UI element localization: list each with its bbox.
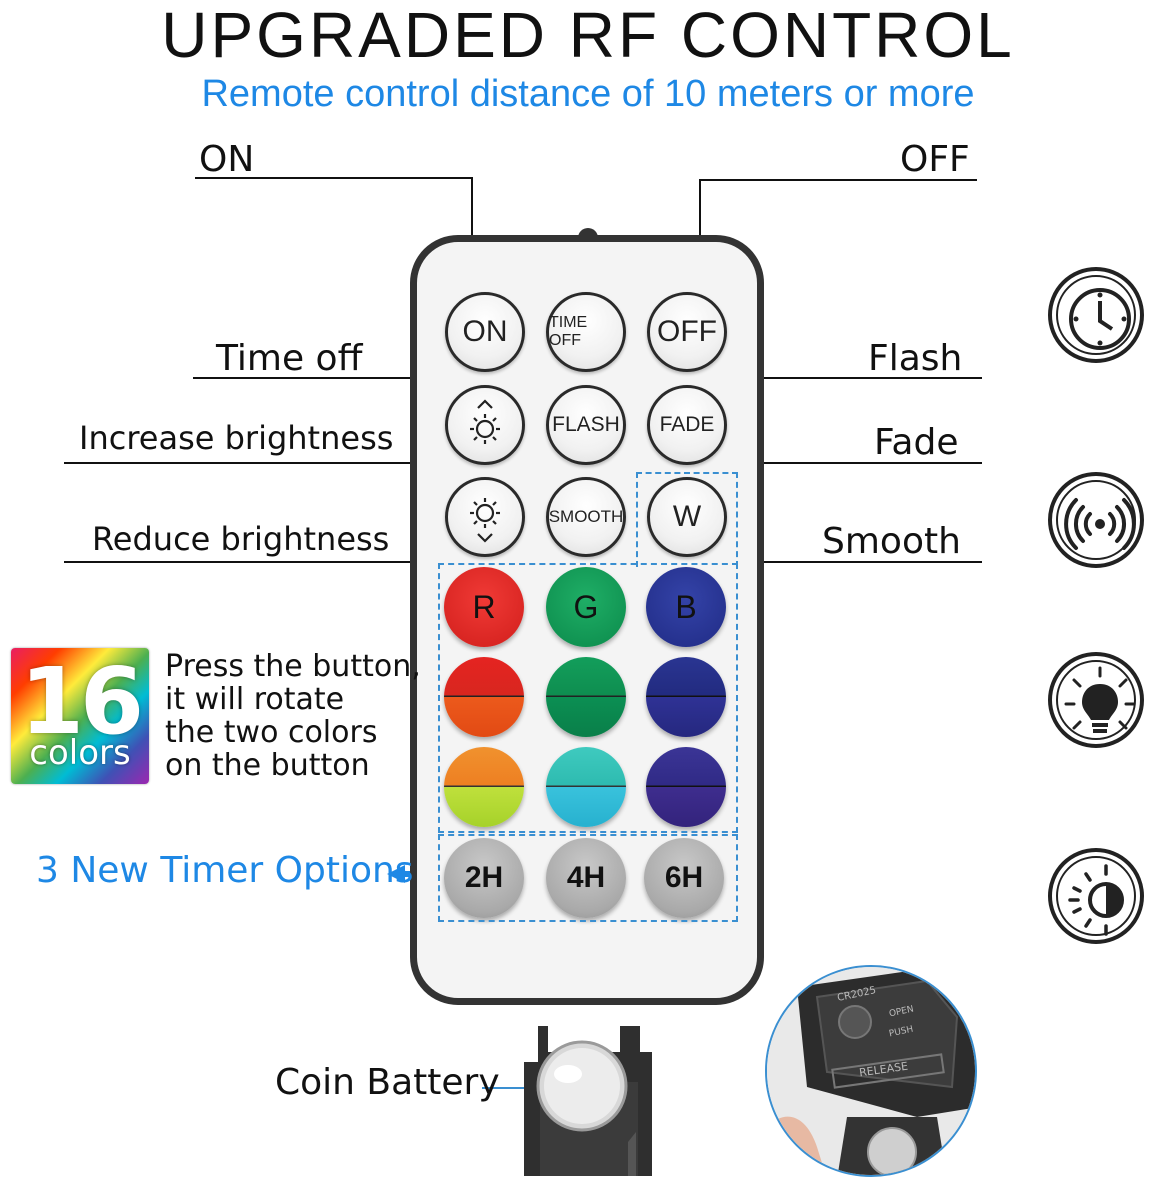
time-off-button[interactable]: TIME OFF [546, 292, 626, 372]
reduce-brightness-button[interactable] [445, 477, 525, 557]
page-title: UPGRADED RF CONTROL [161, 0, 1015, 71]
fade-label: Fade [874, 422, 959, 463]
fade-button[interactable]: FADE [647, 385, 727, 465]
reduce-brightness-label: Reduce brightness [92, 520, 390, 558]
red-button[interactable]: R [444, 567, 524, 647]
green-button[interactable]: G [546, 567, 626, 647]
increase-brightness-label: Increase brightness [79, 419, 394, 457]
smooth-button[interactable]: SMOOTH [546, 477, 626, 557]
w-button-highlight [636, 472, 738, 567]
increase-brightness-button[interactable] [445, 385, 525, 465]
radio-waves-icon [1048, 472, 1144, 568]
sixteen-colors-badge [11, 648, 149, 784]
indigo-purple-button[interactable] [646, 747, 726, 827]
badge-word: colors [29, 733, 131, 773]
off-button[interactable]: OFF [647, 292, 727, 372]
clock-icon [1048, 267, 1144, 363]
brightness-up-icon [470, 399, 500, 444]
color-buttons-highlight [438, 563, 738, 833]
badge-number: 16 [19, 648, 144, 755]
orange-yellow-green-button[interactable] [444, 747, 524, 827]
timer-2h-button[interactable]: 2H [444, 838, 524, 918]
coin-battery-label: Coin Battery [275, 1062, 500, 1103]
timer-4h-button[interactable]: 4H [546, 838, 626, 918]
description-line-4: on the button [165, 748, 370, 783]
cyan-sky-blue-button[interactable] [546, 747, 626, 827]
remote-antenna-nub [578, 228, 598, 238]
brightness-icon [1048, 848, 1144, 944]
brightness-down-icon [470, 498, 500, 543]
blue-dark-blue-button[interactable] [646, 657, 726, 737]
flash-label: Flash [868, 338, 963, 379]
timer-options-label: 3 New Timer Options [36, 850, 414, 891]
green-dark-green-button[interactable] [546, 657, 626, 737]
description-line-2: it will rotate [165, 682, 345, 717]
blue-button[interactable]: B [646, 567, 726, 647]
page-subtitle: Remote control distance of 10 meters or … [201, 73, 975, 115]
red-orange-button[interactable] [444, 657, 524, 737]
on-button[interactable]: ON [445, 292, 525, 372]
description-line-3: the two colors [165, 715, 378, 750]
on-label: ON [199, 139, 255, 180]
light-bulb-icon [1048, 652, 1144, 748]
off-label: OFF [900, 139, 970, 180]
flash-button[interactable]: FLASH [546, 385, 626, 465]
description-line-1: Press the button, [165, 649, 421, 684]
battery-compartment-photo: CR2025 OPEN PUSH RELEASE [765, 965, 977, 1177]
white-button[interactable]: W [647, 477, 727, 557]
time-off-label: Time off [216, 338, 363, 379]
battery-holder [524, 1026, 652, 1176]
timer-6h-button[interactable]: 6H [644, 838, 724, 918]
smooth-label: Smooth [822, 521, 961, 562]
timer-buttons-highlight [438, 834, 738, 922]
